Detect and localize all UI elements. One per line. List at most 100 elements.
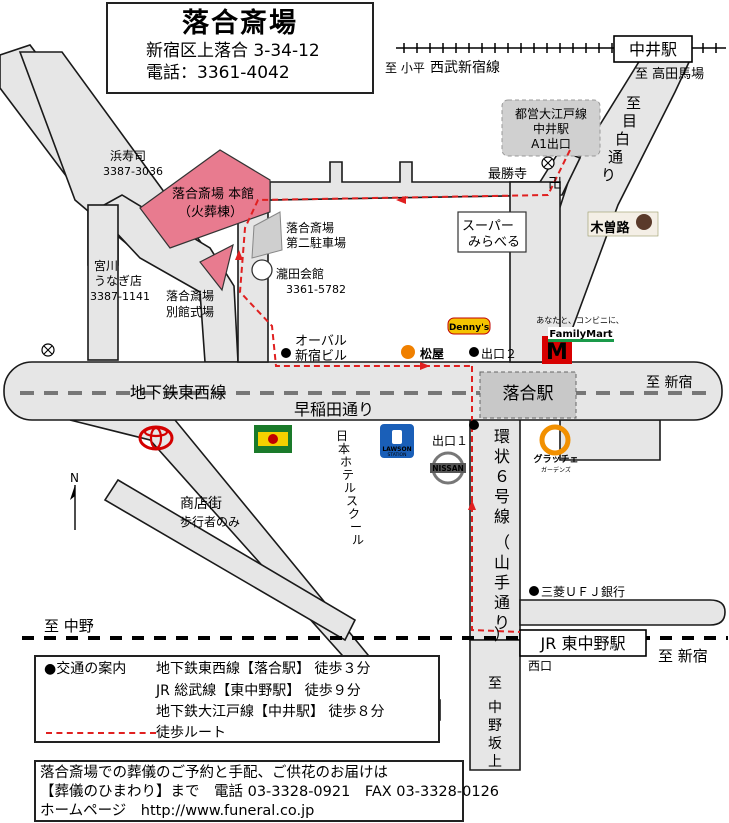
parking-lot (251, 211, 283, 259)
svg-text:手: 手 (494, 573, 510, 592)
svg-text:新宿ビル: 新宿ビル (295, 348, 347, 364)
map-labels: 西武新宿線 至 小平 至 高田馬場 至 目 白 通 り 最勝寺 卍 スーパー み… (41, 59, 708, 770)
svg-text:スーパー: スーパー (462, 219, 514, 234)
nakanozaka-label: 至 中 野 坂 上 (488, 676, 502, 770)
svg-text:STATION: STATION (388, 452, 407, 458)
svg-text:3387-3036: 3387-3036 (103, 165, 163, 178)
svg-text:至 新宿: 至 新宿 (646, 374, 692, 391)
kisoji-logo: 木曽路 (587, 211, 659, 237)
svg-text:Denny's: Denny's (449, 323, 489, 333)
svg-text:り: り (494, 613, 510, 632)
svg-text:至: 至 (488, 676, 502, 692)
legend-route-label: 徒歩ルート (156, 725, 226, 741)
svg-text:テ: テ (342, 468, 354, 482)
svg-text:早稲田通り: 早稲田通り (294, 400, 374, 419)
title-box: 落合斎場 新宿区上落合 3-34-12 電話：3361-4042 (106, 2, 374, 94)
svg-text:出口２: 出口２ (481, 347, 517, 361)
svg-text:通: 通 (494, 593, 510, 612)
svg-text:状: 状 (494, 447, 510, 466)
svg-text:ス: ス (346, 494, 358, 508)
access-legend: ●交通の案内 地下鉄東西線【落合駅】 徒歩３分 JR 総武線【東中野駅】 徒歩９… (34, 655, 440, 743)
svg-text:商店街: 商店街 (180, 496, 222, 512)
dennys-logo: Denny's (447, 317, 491, 335)
svg-text:ホ: ホ (340, 455, 352, 469)
svg-text:（火葬棟）: （火葬棟） (178, 205, 243, 220)
svg-text:山: 山 (494, 553, 510, 572)
svg-text:3387-1141: 3387-1141 (90, 290, 150, 303)
svg-text:中: 中 (488, 700, 502, 716)
svg-text:グラッチェ: グラッチェ (533, 453, 578, 465)
annex-building (199, 243, 234, 292)
svg-text:落合斎場 本館: 落合斎場 本館 (172, 186, 254, 202)
svg-text:松屋: 松屋 (420, 346, 444, 361)
svg-text:卍: 卍 (548, 176, 562, 192)
lawson-logo: LAWSON STATION (380, 424, 414, 458)
svg-text:落合駅: 落合駅 (503, 384, 554, 404)
svg-text:A1出口: A1出口 (531, 137, 571, 151)
svg-text:野: 野 (488, 718, 502, 734)
svg-text:落合斎場: 落合斎場 (286, 220, 334, 235)
nissan-logo: NISSAN (430, 451, 466, 485)
svg-text:N: N (70, 471, 79, 485)
svg-text:JR 東中野駅: JR 東中野駅 (540, 634, 626, 653)
svg-text:三菱ＵＦＪ銀行: 三菱ＵＦＪ銀行 (541, 585, 625, 599)
svg-text:至: 至 (626, 94, 641, 112)
svg-text:通: 通 (608, 148, 623, 166)
footer-line-2: 【葬儀のひまわり】まで 電話 03-3328-0921 FAX 03-3328-… (40, 784, 500, 800)
svg-text:出口１: 出口１ (432, 434, 468, 448)
svg-text:至 新宿: 至 新宿 (658, 647, 708, 665)
svg-text:中井駅: 中井駅 (629, 40, 677, 59)
svg-text:オーバル: オーバル (295, 334, 347, 349)
svg-text:白: 白 (615, 130, 630, 148)
svg-text:至 高田馬場: 至 高田馬場 (635, 66, 704, 82)
svg-text:木曽路: 木曽路 (589, 220, 630, 236)
svg-text:都営大江戸線: 都営大江戸線 (515, 106, 587, 121)
svg-text:り: り (601, 166, 616, 184)
svg-text:ル: ル (344, 481, 356, 495)
svg-text:瀧田会館: 瀧田会館 (276, 266, 324, 281)
toyota-logo (138, 425, 174, 451)
svg-text:西武新宿線: 西武新宿線 (430, 59, 500, 76)
ring6-label: 環 状 ６ 号 線 （ 山 手 通 り ） (494, 427, 510, 644)
svg-text:宮川: 宮川 (94, 258, 118, 273)
svg-text:ル: ル (352, 533, 364, 547)
footer-homepage[interactable]: ホームページ http://www.funeral.co.jp (40, 803, 315, 819)
svg-text:NISSAN: NISSAN (432, 464, 464, 473)
svg-text:坂: 坂 (488, 736, 502, 752)
page-title: 落合斎場 (182, 8, 298, 39)
svg-text:浜寿司: 浜寿司 (110, 149, 146, 163)
gracia-logo: グラッチェ ガーデンズ (533, 424, 579, 474)
legend-header: ●交通の案内 (44, 661, 127, 677)
takita-hall (251, 259, 273, 281)
legend-oedo: 地下鉄大江戸線【中井駅】 徒歩８分 (156, 704, 385, 720)
svg-text:西口: 西口 (528, 659, 552, 673)
restaurant-logo (254, 425, 292, 453)
mejiro-label: 至 目 白 通 り (601, 94, 641, 184)
ochiai-station: 落合駅 (479, 371, 577, 419)
svg-text:至 小平: 至 小平 (385, 61, 425, 75)
supermarket-building (457, 211, 527, 253)
svg-text:（: （ (494, 533, 510, 552)
phone-text: 電話：3361-4042 (146, 63, 290, 83)
oedo-exit-label: 都営大江戸線 中井駅 A1出口 (501, 99, 601, 157)
north-arrow: N (70, 471, 79, 530)
familymart-logo: あなたと、コンビニに、 FamilyMart (536, 316, 624, 342)
svg-text:ク: ク (348, 507, 360, 521)
svg-text:みらべる: みらべる (468, 235, 520, 250)
svg-text:地下鉄東西線: 地下鉄東西線 (130, 383, 226, 402)
hotel-school-label: 日 本 ホ テ ル ス ク ー ル (336, 429, 364, 547)
svg-text:）: ） (494, 625, 510, 644)
svg-text:第二駐車場: 第二駐車場 (286, 235, 346, 250)
svg-text:線: 線 (494, 507, 510, 526)
footer-info: 落合斎場での葬儀のご予約と手配、ご供花のお届けは 【葬儀のひまわり】まで 電話 … (34, 760, 500, 822)
svg-text:歩行者のみ: 歩行者のみ (180, 514, 240, 529)
svg-text:3361-5782: 3361-5782 (286, 283, 346, 296)
legend-jr: JR 総武線【東中野駅】 徒歩９分 (156, 683, 361, 699)
svg-text:６: ６ (494, 467, 510, 486)
svg-text:ー: ー (350, 520, 362, 534)
legend-tozai: 地下鉄東西線【落合駅】 徒歩３分 (156, 661, 371, 677)
svg-text:環: 環 (494, 427, 510, 446)
footer-line-1: 落合斎場での葬儀のご予約と手配、ご供花のお届けは (40, 765, 388, 781)
svg-text:日: 日 (336, 429, 348, 443)
